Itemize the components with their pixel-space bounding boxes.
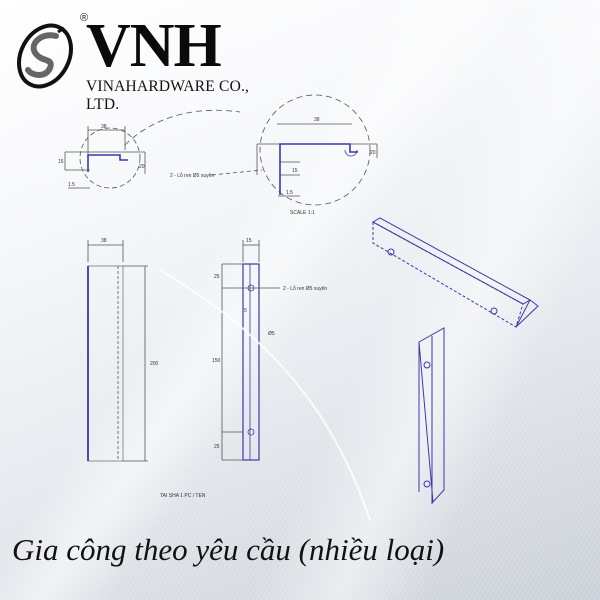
company-name: VINAHARDWARE CO., LTD. xyxy=(86,78,250,113)
dim-side-top: 25 xyxy=(214,274,220,280)
scale-label: SCALE 1:1 xyxy=(290,210,315,216)
dim-height-right: 15 xyxy=(292,168,298,174)
dim-lip-left: 20 xyxy=(139,164,145,170)
caption-text: Gia công theo yêu cầu (nhiều loại) xyxy=(12,532,445,567)
section-detail-left xyxy=(64,109,241,189)
dim-front-length: 200 xyxy=(150,361,159,367)
dim-side-spacing: 150 xyxy=(212,358,221,364)
swirl-logo-icon xyxy=(17,23,73,89)
hole-note-top: 2 - Lỗ ren Ø5 xuyên xyxy=(170,172,214,179)
dim-side-width: 15 xyxy=(246,238,252,244)
dim-hole: Ø5 xyxy=(268,331,275,337)
front-view xyxy=(87,240,148,462)
isometric-horizontal-part xyxy=(371,217,539,328)
view-label: TAI SHA 1 PC / TEN xyxy=(160,493,206,499)
dim-side-bottom: 25 xyxy=(214,444,220,450)
dim-edge: 5 xyxy=(244,308,247,314)
dim-thickness-left: 1.5 xyxy=(68,182,75,188)
dim-front-width: 38 xyxy=(101,238,107,244)
dim-height-left: 15 xyxy=(58,159,64,165)
hole-note-side: 2 - Lỗ ren Ø5 xuyên xyxy=(283,285,327,292)
dim-width-left: 38 xyxy=(101,124,107,130)
logo-wordmark: VNH xyxy=(86,12,222,80)
isometric-vertical-part xyxy=(418,327,445,504)
dim-lip-right: 20 xyxy=(370,150,376,156)
section-detail-right xyxy=(211,94,378,206)
company-logo: ® VNH VINAHARDWARE CO., LTD. xyxy=(14,12,274,113)
registered-mark: ® xyxy=(80,12,89,24)
dim-width-right: 38 xyxy=(314,117,320,123)
dim-thickness-right: 1.5 xyxy=(286,190,293,196)
side-view xyxy=(221,240,280,461)
